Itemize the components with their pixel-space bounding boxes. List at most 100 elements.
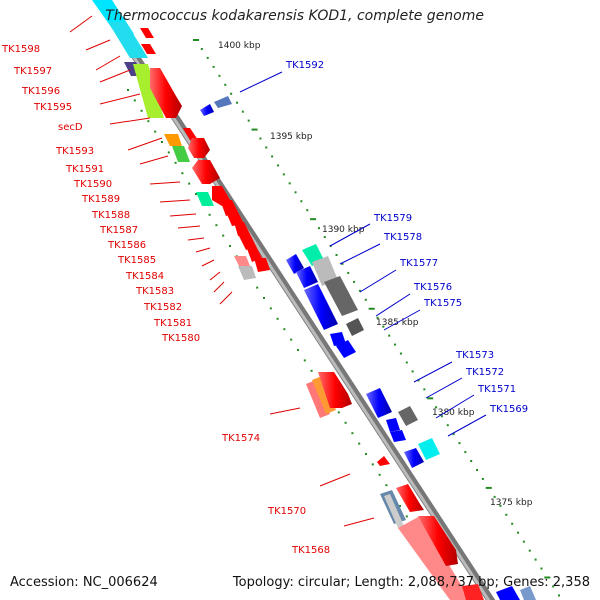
gene-label-TK1573[interactable]: TK1573 [455, 350, 494, 361]
leader-line [109, 117, 151, 125]
gene-TK1572-gray[interactable] [398, 406, 418, 426]
gene-label-TK1587[interactable]: TK1587 [99, 225, 138, 236]
scale-tick [256, 286, 259, 289]
gene-TK1597-arrow[interactable] [108, 22, 148, 58]
gene-label-TK1597[interactable]: TK1597 [13, 66, 52, 77]
gene-label-TK1591[interactable]: TK1591 [65, 164, 104, 175]
gene-TK1578-gray[interactable] [312, 256, 338, 286]
leader-line [195, 247, 211, 253]
scale-tick [218, 74, 221, 77]
gene-label-TK1580[interactable]: TK1580 [161, 333, 200, 344]
gene-TK1570-arrow[interactable] [377, 456, 390, 466]
gene-TK1577-gray[interactable] [324, 276, 358, 316]
gene-TK1568-arrow[interactable] [398, 516, 470, 600]
gene-red-7 [234, 222, 250, 236]
leader-line [343, 517, 375, 527]
scale-tick [399, 352, 402, 355]
leader-line [149, 181, 181, 185]
gene-TK1569-blue[interactable] [404, 448, 424, 468]
gene-TK1573-blue[interactable] [366, 388, 392, 418]
gene-TK1575-gray[interactable] [346, 318, 364, 336]
scale-tick [133, 99, 136, 102]
gene-TK1592-steel[interactable] [214, 96, 232, 108]
scale-tick [247, 119, 250, 122]
gene-TK1595-arrow[interactable] [133, 64, 164, 118]
gene-TK1583-pink[interactable] [234, 256, 250, 268]
scale-tick [511, 522, 514, 525]
scale-tick [440, 415, 443, 418]
scale-tick [188, 182, 191, 185]
gene-red-1 [183, 128, 198, 140]
gene-label-TK1569[interactable]: TK1569 [489, 404, 528, 415]
gene-label-TK1588[interactable]: TK1588 [91, 210, 130, 221]
scale-tick [208, 213, 211, 216]
gene-blue-c [330, 332, 346, 346]
gene-label-TK1570[interactable]: TK1570 [267, 506, 306, 517]
gene-label-TK1578[interactable]: TK1578 [383, 232, 422, 243]
gene-label-TK1596[interactable]: TK1596 [21, 86, 60, 97]
gene-TK1571-cyan[interactable] [418, 438, 440, 460]
scale-tick [371, 463, 374, 466]
scale-tick [427, 397, 434, 400]
gene-label-TK1583[interactable]: TK1583 [135, 286, 174, 297]
gene-label-TK1584[interactable]: TK1584 [125, 271, 164, 282]
gene-label-TK1579[interactable]: TK1579 [373, 213, 412, 224]
gene-label-TK1572[interactable]: TK1572 [465, 367, 504, 378]
scale-tick [303, 359, 306, 362]
gene-TK1591-arrow[interactable] [172, 146, 190, 162]
gene-label-TK1576[interactable]: TK1576 [413, 282, 452, 293]
gene-label-TK1585[interactable]: TK1585 [117, 255, 156, 266]
gene-TK1574-arrow[interactable] [318, 372, 352, 408]
gene-label-TK1568[interactable]: TK1568 [291, 545, 330, 556]
gene-blue-d [336, 340, 356, 358]
scale-tick [378, 473, 381, 476]
gene-label-TK1598[interactable]: TK1598 [1, 44, 40, 55]
leader-line [169, 213, 197, 217]
gene-label-TK1577[interactable]: TK1577 [399, 258, 438, 269]
gene-secD-arrow[interactable] [150, 68, 182, 118]
gene-TK1582-gray[interactable] [238, 266, 256, 280]
gene-red-big-3 [462, 584, 484, 600]
scale-tick [288, 182, 291, 185]
scale-tick [195, 193, 197, 195]
gene-label-TK1593[interactable]: TK1593 [55, 146, 94, 157]
gene-blue-bottom [496, 586, 520, 600]
scale-tick [193, 39, 199, 41]
gene-label-TK1571[interactable]: TK1571 [477, 384, 516, 395]
scale-tick [341, 262, 344, 265]
scale-tick [294, 191, 297, 194]
scale-label: 1395 kbp [270, 132, 313, 142]
scale-tick [417, 379, 420, 382]
scale-label: 1375 kbp [490, 498, 533, 508]
gene-label-TK1575[interactable]: TK1575 [423, 298, 462, 309]
scale-tick [161, 141, 163, 143]
gene-red-3 [192, 160, 220, 184]
scale-tick [544, 576, 551, 579]
scale-tick [337, 411, 340, 414]
scale-tick [388, 334, 391, 337]
scale-tick [271, 155, 274, 158]
gene-label-TK1595[interactable]: TK1595 [33, 102, 72, 113]
gene-red-big-2 [418, 516, 458, 566]
gene-label-TK1581[interactable]: TK1581 [153, 318, 192, 329]
gene-TK1593-arrow[interactable] [164, 134, 182, 146]
gene-red-big-1 [396, 484, 424, 512]
forward-genes [92, 0, 484, 600]
gene-TK1592-arrow[interactable] [200, 104, 214, 116]
gene-label-TK1586[interactable]: TK1586 [107, 240, 146, 251]
scale-tick [347, 271, 350, 274]
gene-TK1579-blue[interactable] [286, 254, 304, 274]
genome-stats-text: Topology: circular; Length: 2,088,737 bp… [232, 575, 590, 590]
gene-label-secD[interactable]: secD [58, 122, 83, 133]
scale-tick [368, 307, 375, 310]
gene-TK1589-arrow[interactable] [196, 192, 214, 206]
leader-line [447, 414, 487, 437]
gene-label-TK1582[interactable]: TK1582 [143, 302, 182, 313]
gene-label-TK1589[interactable]: TK1589 [81, 194, 120, 205]
gene-label-TK1574[interactable]: TK1574 [221, 433, 260, 444]
gene-label-TK1592[interactable]: TK1592 [285, 60, 324, 71]
gene-label-TK1590[interactable]: TK1590 [73, 179, 112, 190]
leader-line [85, 39, 111, 51]
gene-TK1568-gray[interactable] [384, 494, 404, 528]
